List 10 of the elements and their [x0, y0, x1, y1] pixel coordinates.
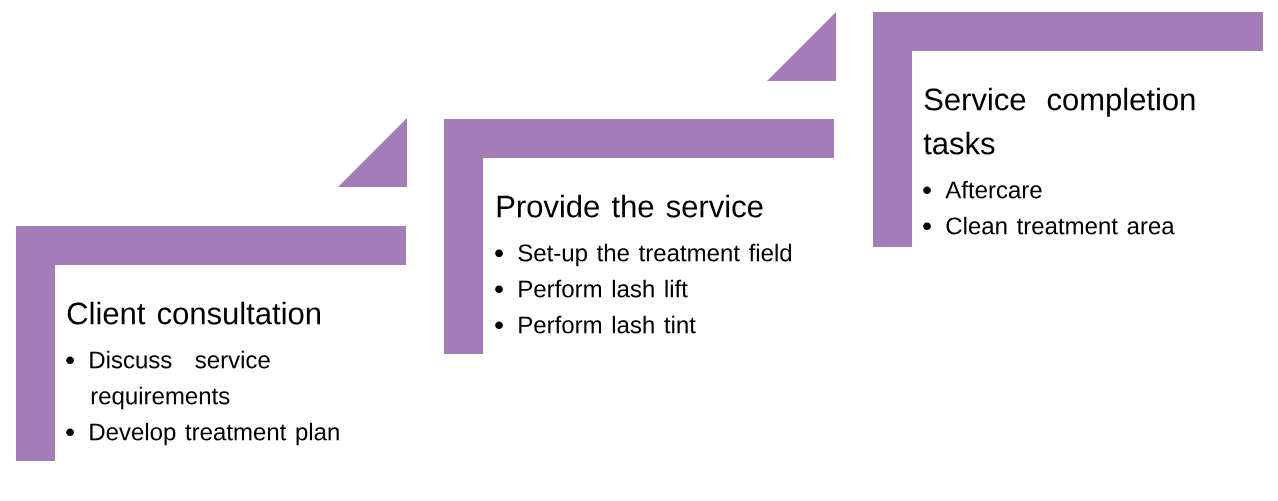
- bullet-item: Perform lash tint: [519, 315, 696, 334]
- bullet-item: Aftercare: [945, 180, 1042, 199]
- bullet-item: Clean treatment area: [946, 216, 1175, 235]
- step-heading: Provide the service: [497, 194, 763, 218]
- bullet-item: Develop treatment plan: [90, 422, 339, 446]
- bullet-item: Discuss service requirements: [90, 350, 270, 410]
- bullet-item: Perform lash lift: [519, 279, 688, 298]
- step-heading: Service completion tasks: [923, 87, 1195, 155]
- bullet-item: Set-up the treatment field: [518, 243, 792, 267]
- step-heading: Client consultation: [67, 301, 320, 325]
